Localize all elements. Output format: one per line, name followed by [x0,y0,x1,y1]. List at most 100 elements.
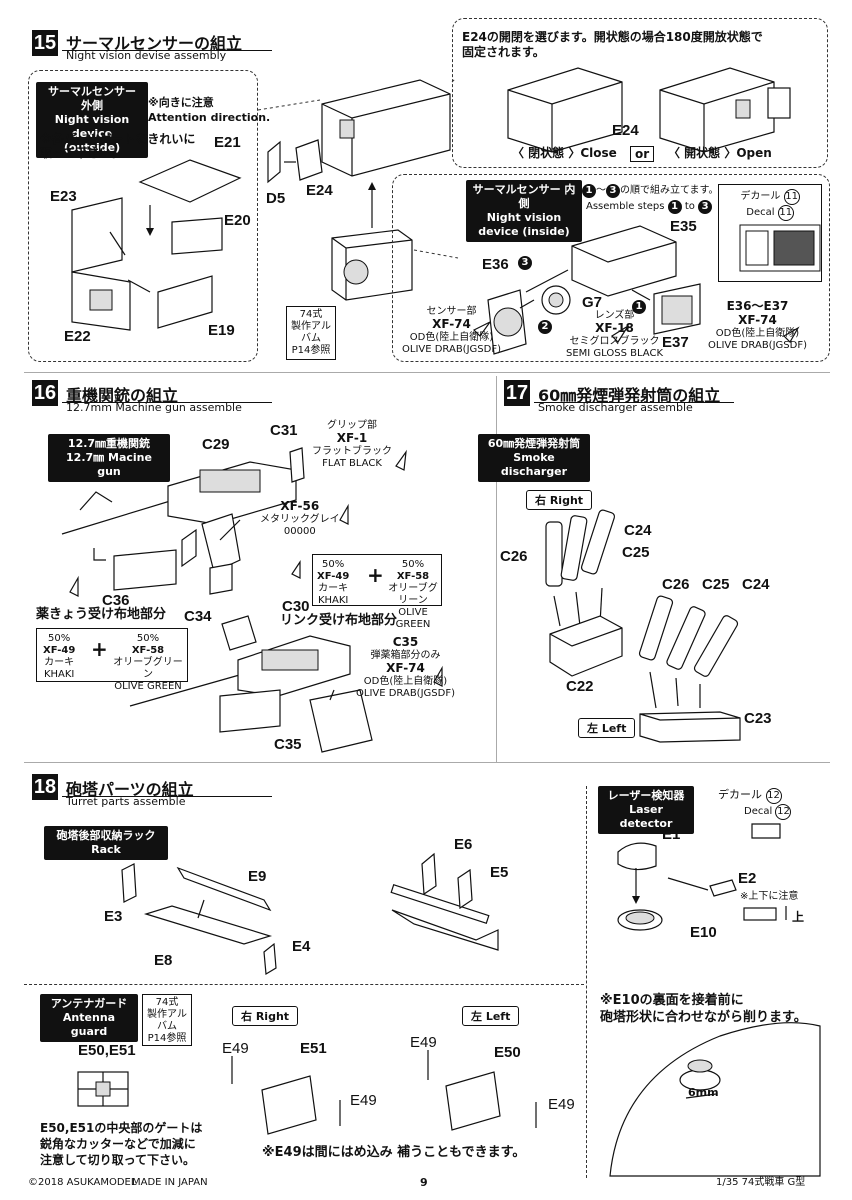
part-e49-b: E49 [350,1092,377,1109]
part-c24-right: C24 [624,522,652,539]
part-e36: E36 [482,256,509,273]
divider-1 [24,372,830,373]
paint-e36-e37: E36〜E37 XF-74 OD色(陸上自衛隊) OLIVE DRAB(JGSD… [708,300,807,352]
album-ref-box-2: 74式 製作アルバム P14参照 [142,994,192,1046]
paint-sensor-name-jp: OD色(陸上自衛隊) [409,332,494,343]
order-to-jp: 〜 [596,185,606,196]
mix-left-left: 50% XF-49 カーキ KHAKI [43,633,75,681]
right-launchers [545,509,616,627]
antenna-badge: アンテナガード Antenna guard [40,994,138,1042]
right-label-18: 右 Right [232,1006,299,1026]
e10-note: ※E10の裏面を接着前に 砲塔形状に合わせながら削ります。 [600,993,807,1025]
mix-top-n1en: KHAKI [317,595,349,606]
paint-metal-name-en: 00000 [283,526,316,537]
outside-panel [28,70,258,362]
part-e8: E8 [154,952,173,969]
footer-brand: 1/35 74式戦車 G型 [716,1177,806,1188]
part-c35: C35 [274,736,302,753]
decal-12-no: 12 [765,788,782,804]
belt-note: リンク受け布地部分 [280,613,398,628]
paint-grip: グリップ部 XF-1 フラットブラック FLAT BLACK [312,420,392,470]
footer-page: 9 [420,1176,428,1189]
decal-11-box: デカール 11 Decal 11 [718,184,822,282]
mix-left-p1: 50% [48,633,71,644]
step-15-number: 15 [32,30,58,56]
part-c30: C30 [282,598,310,615]
step-16-subtitle: 12.7mm Machine gun assemble [66,401,242,414]
e49-note: ※E49は間にはめ込み 補うこともできます。 [262,1145,526,1160]
paint-e36-name-en: OLIVE DRAB(JGSDF) [708,340,807,351]
paint-mix-top: 50% XF-49 カーキ KHAKI + 50% XF-58 オリーブグリーン… [312,554,442,630]
paint-mix-left: 50% XF-49 カーキ KHAKI + 50% XF-58 オリーブグリーン… [36,628,188,692]
attention-jp: ※向きに注意 [148,96,214,109]
part-e23: E23 [50,188,77,205]
part-c23: C23 [744,710,772,727]
mix-left-n1en: KHAKI [43,669,75,680]
step-15-subtitle: Night vision devise assembly [66,49,227,62]
paint-metal-code: XF-56 [280,499,320,513]
part-e1: E1 [662,826,681,843]
paint-e36-code: XF-74 [738,313,777,327]
footer-copyright: ©2018 ASUKAMODEL [28,1177,137,1188]
paint-metal: XF-56 メタリックグレイ 00000 [260,500,340,538]
casing-note: 薬きょう受け布地部分 [36,607,167,622]
inside-badge: サーマルセンサー 内側 Night vision device (inside) [466,180,582,242]
right-label-17: 右 Right [526,490,593,510]
paint-lens-name-jp: セミグロスブラック [569,336,660,347]
mix-left-plus: + [91,637,108,661]
paint-grip-code: XF-1 [336,431,368,445]
part-e20: E20 [224,212,251,229]
step-3-marker: 3 [518,256,532,270]
part-e37: E37 [662,334,689,351]
order-to-en: to [684,201,695,212]
step-16-title: 重機関銃の組立 [66,386,179,405]
part-e5: E5 [490,864,509,881]
paint-e36-name-jp: OD色(陸上自衛隊) [715,328,800,339]
mix-left-right: 50% XF-58 オリーブグリーン OLIVE GREEN [109,633,187,693]
part-e21: E21 [214,134,241,151]
antenna-gate-note: E50,E51の中央部のゲートは 鋭角なカッターなどで加減に 注意して切り取って… [40,1121,203,1167]
mix-left-n2jp: オリーブグリーン [113,657,183,680]
part-c22: C22 [566,678,594,695]
step-18-number: 18 [32,774,58,800]
paint-grip-name-en: FLAT BLACK [322,458,382,469]
decal-12-en: Decal [744,806,773,817]
part-e2: E2 [738,870,757,887]
part-c34: C34 [184,608,212,625]
part-c35-paint: C35 [392,635,419,649]
paint-sensor-code: XF-74 [432,317,471,331]
decal-12-label: デカール 12 [718,788,782,804]
up-label: 上 [792,910,805,924]
antenna-divider [24,984,584,1179]
mix-top-right: 50% XF-58 オリーブグリーン OLIVE GREEN [385,559,441,631]
footer-made: MADE IN JAPAN [132,1177,208,1188]
paint-lens-jp: レンズ部 [594,310,635,321]
part-e51: E51 [300,1040,327,1057]
mix-top-p1: 50% [322,559,345,570]
step-15-title: サーマルセンサーの組立 [66,34,243,53]
part-e19: E19 [208,322,235,339]
paint-ammo-name-en: OLIVE DRAB(JGSDF) [356,688,455,699]
inside-panel [392,174,830,362]
step-15-rule [62,50,272,51]
rack-badge: 砲塔後部収納ラック Rack [44,826,168,860]
order-en-3: 3 [698,200,713,214]
order-text-jp: の順で組み立てます。 [620,185,719,196]
step-18-subtitle: Turret parts assemble [66,795,186,808]
decal-11-jp: デカール [740,191,781,202]
part-e22: E22 [64,328,91,345]
left-label-17: 左 Left [578,718,636,738]
outside-badge: サーマルセンサー 外側 Night vision device (outside… [36,82,148,158]
mix-left-c1: XF-49 [43,645,76,656]
part-c36: C36 [102,592,130,609]
mix-left-n2en: OLIVE GREEN [114,681,182,692]
part-c25-left: C25 [702,576,730,593]
paint-sensor: センサー部 XF-74 OD色(陸上自衛隊) OLIVE DRAB(JGSDF) [402,306,501,356]
album-ref-box: 74式 製作アルバム P14参照 [286,306,336,360]
order-step-1: 1 [582,184,596,198]
